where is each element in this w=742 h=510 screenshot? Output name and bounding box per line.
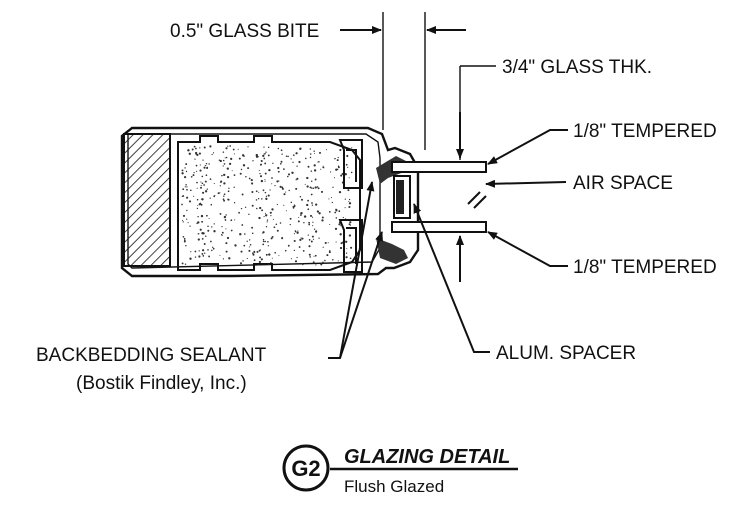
glazing-pocket-legs bbox=[338, 139, 363, 273]
leader-air-space bbox=[485, 179, 567, 188]
detail-title-block: G2 GLAZING DETAIL Flush Glazed bbox=[282, 444, 518, 496]
backbedding-manufacturer-label: (Bostik Findley, Inc.) bbox=[76, 373, 247, 394]
leader-tempered-bottom bbox=[487, 231, 568, 267]
backbedding-sealant-label: BACKBEDDING SEALANT bbox=[36, 345, 267, 366]
insulation-cavity bbox=[177, 135, 361, 271]
detail-subtitle: Flush Glazed bbox=[344, 477, 444, 496]
leader-alum-spacer bbox=[413, 203, 490, 353]
glass-thickness-label: 3/4" GLASS THK. bbox=[502, 57, 652, 78]
detail-number: G2 bbox=[291, 456, 320, 481]
leader-backbedding-sealant bbox=[328, 181, 383, 359]
tempered-top-label: 1/8" TEMPERED bbox=[573, 121, 717, 142]
leader-tempered-top bbox=[487, 129, 568, 165]
detail-number-bubble bbox=[282, 444, 330, 492]
glass-bite-dimension bbox=[340, 12, 466, 150]
insulated-glass-unit bbox=[391, 161, 487, 233]
glass-bite-label: 0.5" GLASS BITE bbox=[170, 21, 319, 42]
air-space-label: AIR SPACE bbox=[573, 173, 673, 194]
alum-spacer-label: ALUM. SPACER bbox=[496, 343, 636, 364]
detail-title: GLAZING DETAIL bbox=[344, 446, 510, 468]
tempered-bottom-label: 1/8" TEMPERED bbox=[573, 257, 717, 278]
thermal-break-block bbox=[123, 133, 171, 267]
glass-thickness-dimension bbox=[456, 65, 496, 282]
